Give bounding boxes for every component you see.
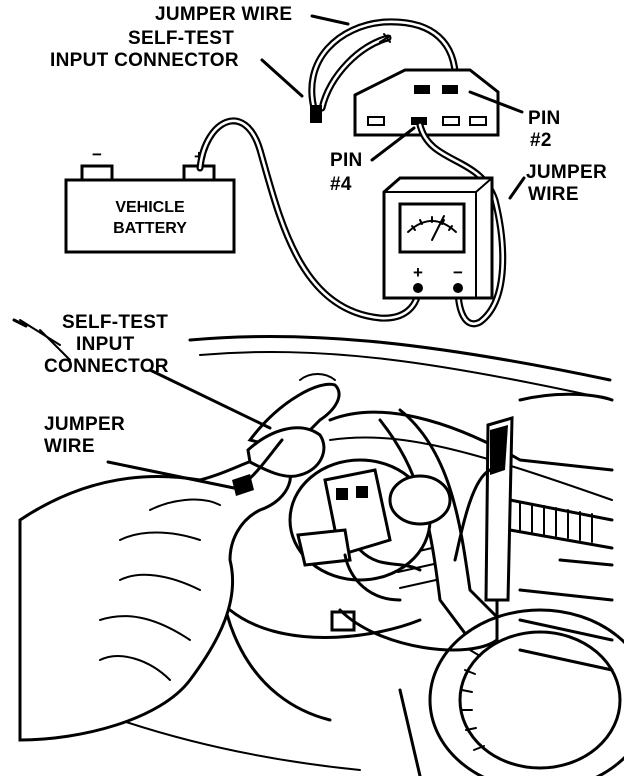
label-self-test-bottom-3: CONNECTOR (44, 356, 169, 377)
label-pin4-2: #4 (330, 174, 352, 195)
label-pin4-1: PIN (330, 150, 363, 171)
self-test-connector-top (353, 68, 500, 137)
meter-positive-sign: + (413, 263, 423, 282)
vehicle-battery: − + VEHICLE BATTERY (64, 145, 236, 254)
label-jumper-wire-bottom-1: JUMPER (44, 414, 125, 435)
label-jumper-wire-bottom-2: WIRE (44, 436, 95, 457)
meter-negative-sign: − (453, 263, 463, 282)
label-jumper-wire-right-1: JUMPER (526, 162, 607, 183)
battery-negative-sign: − (92, 145, 102, 164)
battery-label-1: VEHICLE (115, 199, 185, 216)
label-self-test-top-2: INPUT CONNECTOR (50, 50, 239, 71)
label-jumper-wire-top: JUMPER WIRE (155, 4, 292, 25)
label-jumper-wire-right-2: WIRE (528, 184, 579, 205)
pin4-to-meter-wire (416, 121, 507, 328)
label-self-test-top-1: SELF-TEST (128, 28, 234, 49)
voltmeter: + − (382, 176, 494, 300)
battery-label-2: BATTERY (113, 220, 187, 237)
hand-illustration (18, 373, 341, 742)
test-probe (338, 392, 614, 652)
battery-to-meter-wire (196, 117, 422, 322)
jumper-wire-top (308, 18, 460, 123)
bottom-leader-lines (12, 318, 272, 490)
label-self-test-bottom-1: SELF-TEST (62, 312, 168, 333)
label-self-test-bottom-2: INPUT (76, 334, 135, 355)
label-pin2-1: PIN (528, 108, 561, 129)
top-leader-lines (260, 14, 526, 200)
label-pin2-2: #2 (530, 130, 552, 151)
